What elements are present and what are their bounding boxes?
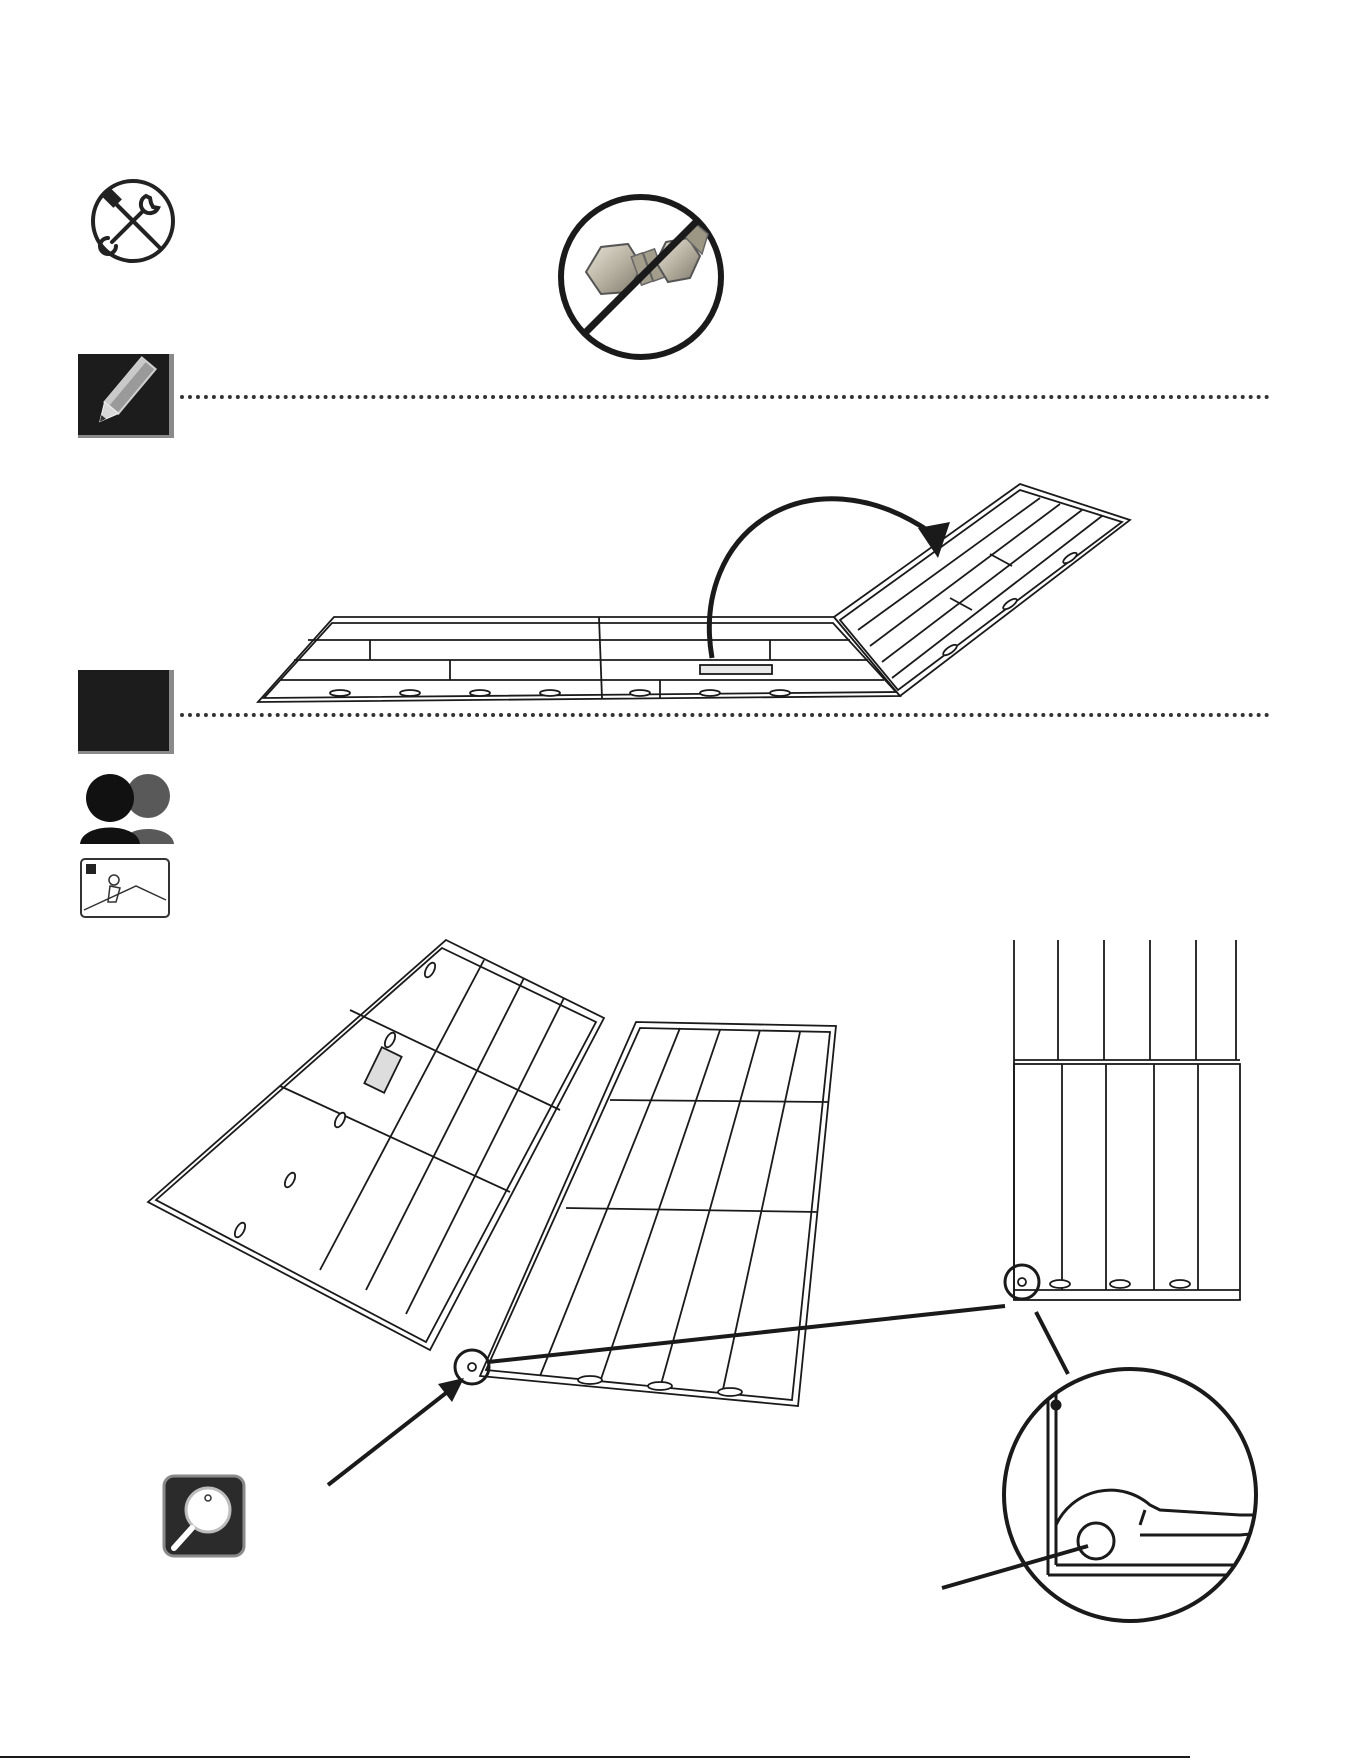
section-divider — [180, 395, 1270, 399]
detail-pointer-line — [940, 1530, 1100, 1590]
caution-pictogram-icon — [80, 858, 170, 918]
no-hardware-required-icon — [556, 192, 726, 362]
magnifier-detail-icon — [162, 1474, 246, 1558]
two-people-icon — [78, 768, 176, 844]
page-footer-rule — [0, 1756, 1190, 1758]
section-divider — [180, 713, 1270, 717]
roof-panel-fold-over — [250, 470, 1140, 710]
no-tools-required-icon — [88, 176, 178, 266]
pencil-icon — [78, 354, 174, 438]
panel-edge-closeup — [1000, 940, 1250, 1310]
step-marker — [78, 670, 174, 754]
roof-panel-alignment — [140, 930, 880, 1410]
